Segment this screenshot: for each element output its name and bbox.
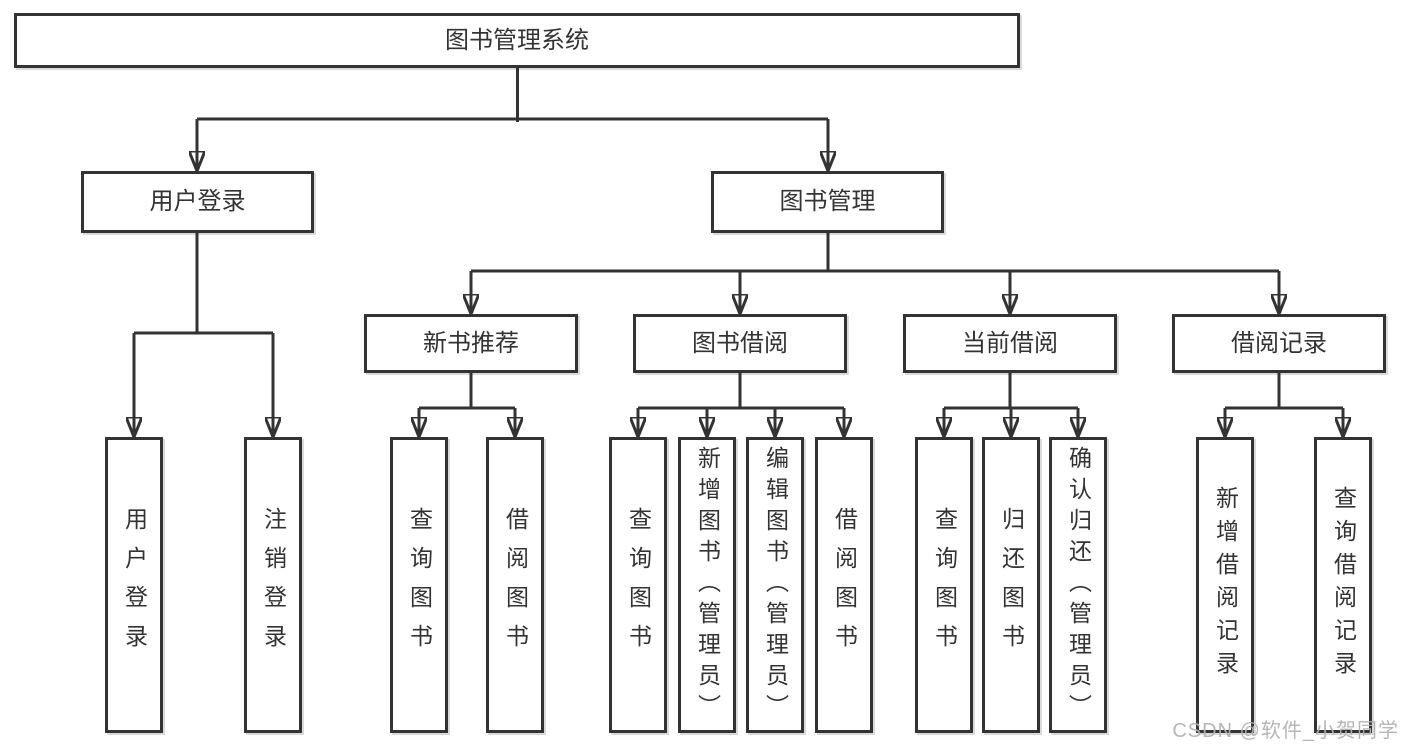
leaf-add-books-admin: 新增图书（管理员） <box>678 437 736 733</box>
leaf-add-books-admin-label: 新增图书（管理员） <box>694 445 721 725</box>
leaf-borrow-books-1-label: 借阅图书 <box>502 507 529 663</box>
leaf-borrow-books-2-label: 借阅图书 <box>831 507 858 663</box>
node-root: 图书管理系统 <box>14 13 1020 68</box>
leaf-borrow-books-1: 借阅图书 <box>486 437 544 733</box>
leaf-query-books-2: 查询图书 <box>609 437 667 733</box>
node-user-login-label: 用户登录 <box>149 188 246 215</box>
leaf-query-books-3: 查询图书 <box>915 437 973 733</box>
node-current-borrow-label: 当前借阅 <box>962 329 1058 357</box>
node-borrow-records: 借阅记录 <box>1172 314 1386 373</box>
leaf-add-borrow-record: 新增借阅记录 <box>1196 437 1254 733</box>
node-user-login: 用户登录 <box>81 171 314 233</box>
leaf-return-books-label: 归还图书 <box>998 507 1025 663</box>
leaf-confirm-return-admin-label: 确认归还（管理员） <box>1065 445 1092 725</box>
leaf-edit-books-admin: 编辑图书（管理员） <box>746 437 804 733</box>
leaf-query-books-2-label: 查询图书 <box>625 507 652 663</box>
leaf-user-login: 用户登录 <box>105 437 163 733</box>
leaf-query-books-1: 查询图书 <box>390 437 448 733</box>
leaf-add-borrow-record-label: 新增借阅记录 <box>1212 486 1239 684</box>
node-new-book-recommend: 新书推荐 <box>364 314 578 373</box>
leaf-user-login-label: 用户登录 <box>121 507 148 663</box>
node-book-management-label: 图书管理 <box>779 188 876 215</box>
leaf-query-borrow-record-label: 查询借阅记录 <box>1330 486 1357 684</box>
leaf-query-books-1-label: 查询图书 <box>406 507 433 663</box>
node-new-book-recommend-label: 新书推荐 <box>423 329 519 357</box>
node-root-label: 图书管理系统 <box>445 26 589 54</box>
node-book-borrow-label: 图书借阅 <box>692 329 788 357</box>
leaf-confirm-return-admin: 确认归还（管理员） <box>1049 437 1107 733</box>
leaf-query-books-3-label: 查询图书 <box>931 507 958 663</box>
leaf-logout: 注销登录 <box>244 437 302 733</box>
leaf-logout-label: 注销登录 <box>260 507 287 663</box>
leaf-borrow-books-2: 借阅图书 <box>815 437 873 733</box>
csdn-watermark: CSDN @软件_小贺同学 <box>1172 720 1399 742</box>
leaf-edit-books-admin-label: 编辑图书（管理员） <box>762 445 789 725</box>
leaf-return-books: 归还图书 <box>982 437 1040 733</box>
node-borrow-records-label: 借阅记录 <box>1231 329 1327 357</box>
leaf-query-borrow-record: 查询借阅记录 <box>1314 437 1372 733</box>
node-book-borrow: 图书借阅 <box>633 314 847 373</box>
node-current-borrow: 当前借阅 <box>903 314 1117 373</box>
node-book-management: 图书管理 <box>711 171 944 233</box>
